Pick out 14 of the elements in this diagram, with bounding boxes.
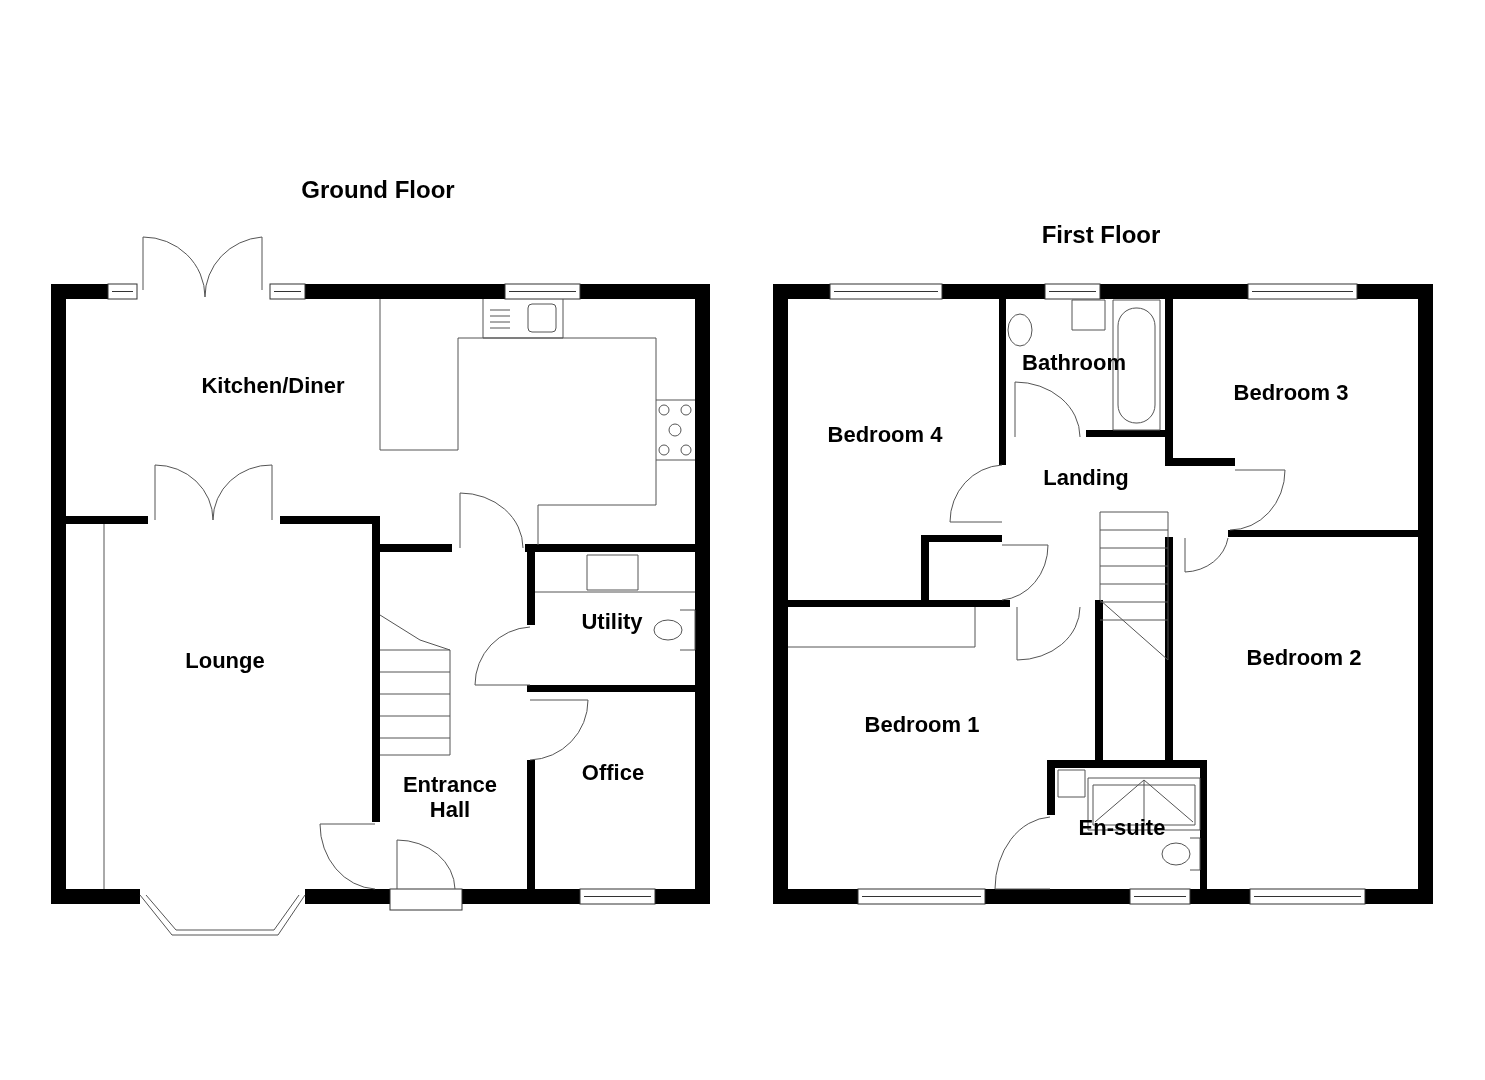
room-label: En-suite — [1078, 815, 1166, 841]
floor-heading: Ground Floor — [301, 176, 455, 204]
room-label: Bedroom 2 — [1246, 645, 1362, 671]
room-label: Kitchen/Diner — [201, 373, 345, 399]
room-label: Utility — [581, 609, 643, 635]
room-label: Bedroom 4 — [827, 422, 943, 448]
room-label: Bedroom 3 — [1233, 380, 1349, 406]
floor-heading: First Floor — [1041, 221, 1161, 249]
room-label: Entrance Hall — [401, 771, 499, 823]
room-label: Landing — [1043, 465, 1129, 491]
room-label: Office — [581, 760, 645, 786]
room-label: Bathroom — [1022, 350, 1126, 376]
room-label: Bedroom 1 — [864, 712, 980, 738]
room-label: Lounge — [185, 648, 265, 674]
